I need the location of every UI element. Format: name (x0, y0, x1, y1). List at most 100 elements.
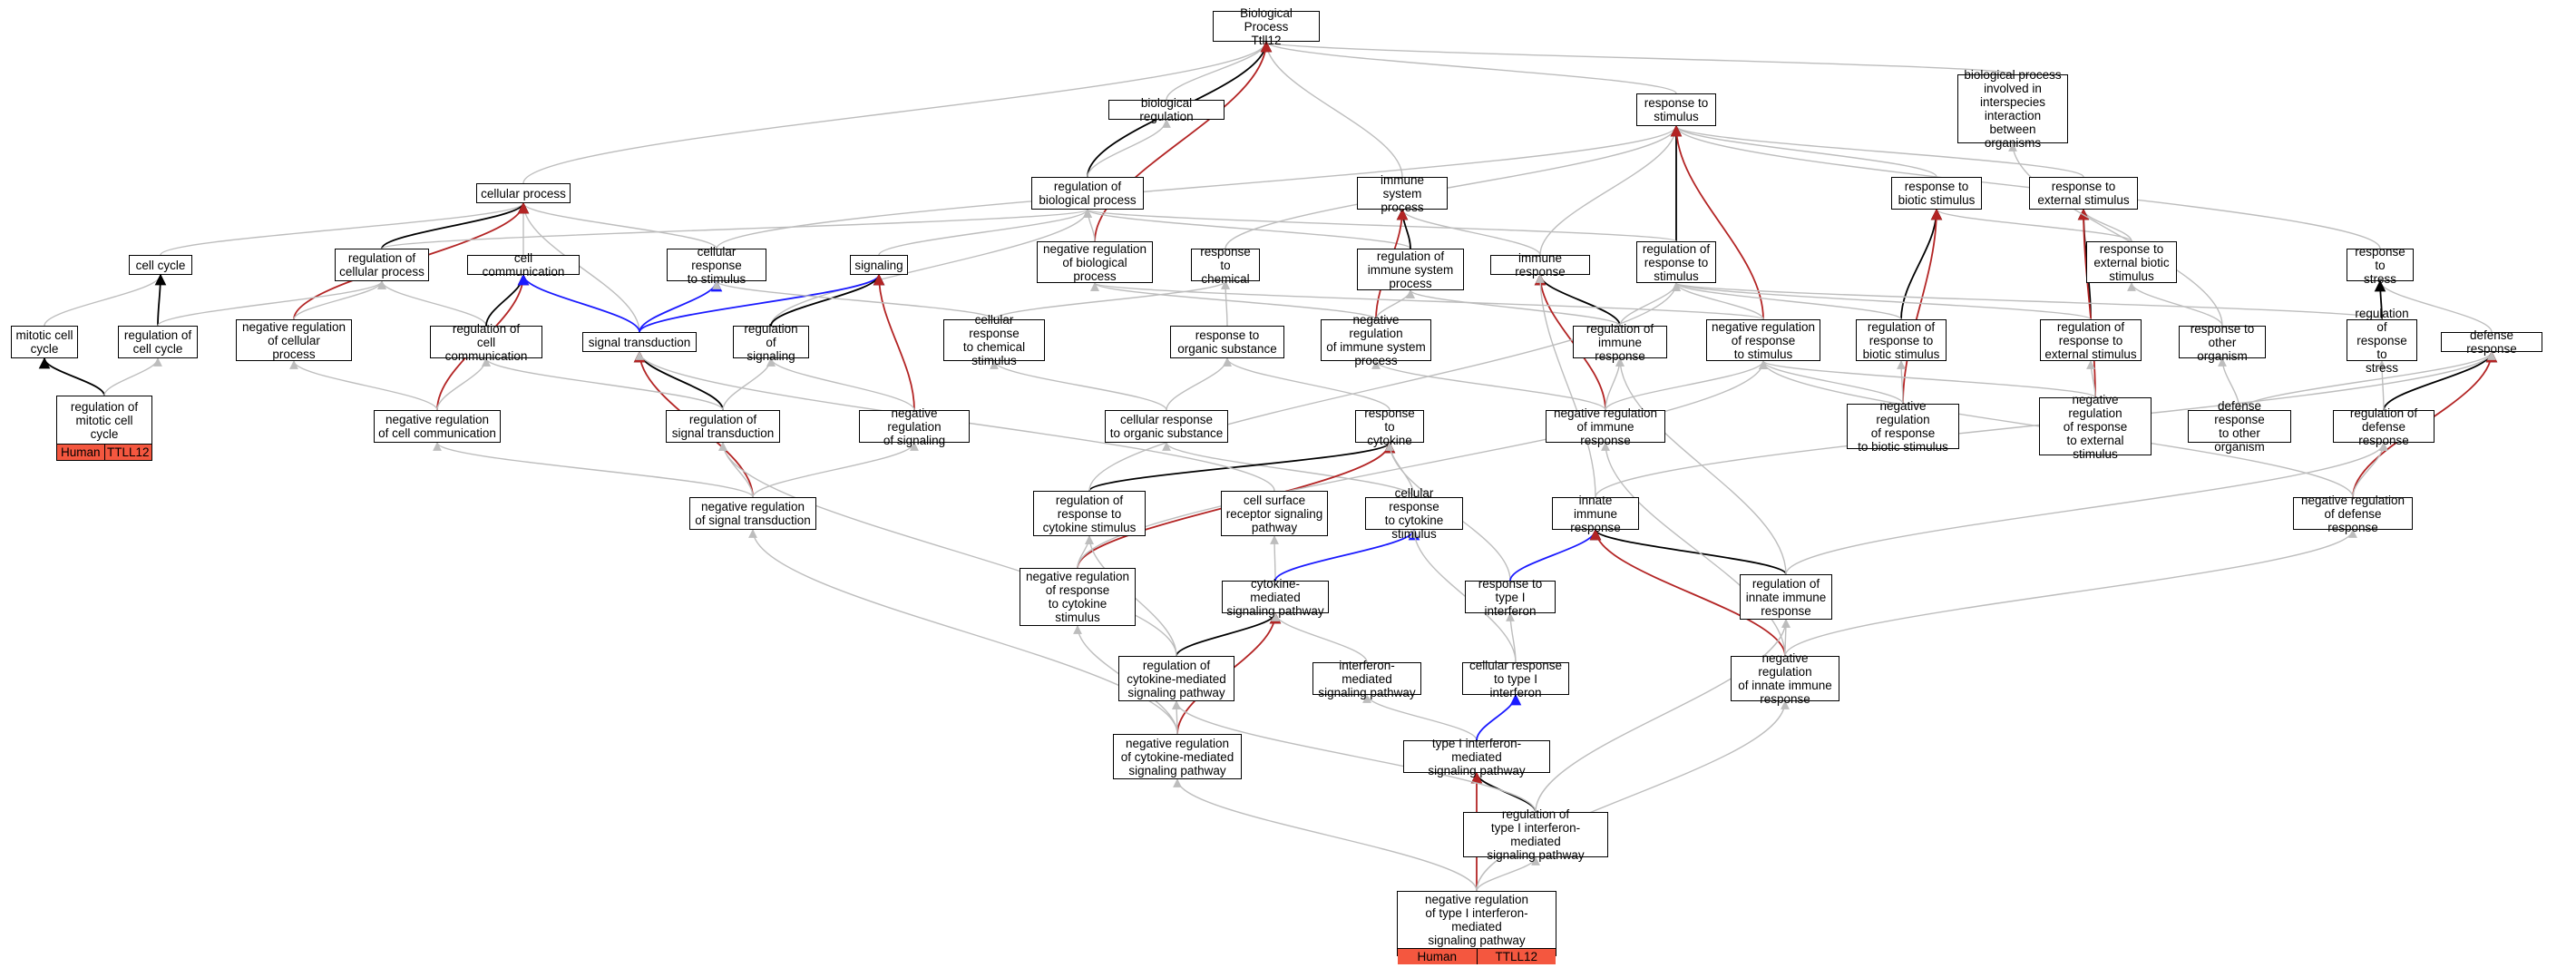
edge-is-a-cellrchem-to-cellrstim (712, 280, 995, 320)
edge-is-a-rbiotic-to-rstim (1672, 125, 1937, 178)
go-term-defresp[interactable]: defense response (2441, 328, 2542, 356)
edge-is-a-reginnate-to-regimmresp (1615, 357, 1787, 575)
annotation-tag[interactable]: Human (1398, 949, 1477, 964)
go-term-label-line: response to (2190, 321, 2255, 336)
go-term-label-line: response to (2355, 244, 2405, 272)
go-term-label-line: response (1761, 603, 1811, 618)
edge-is-a-negregcellcomm-to-regcellcomm (436, 357, 491, 411)
go-term-immresp[interactable]: immune response (1490, 251, 1590, 279)
go-term-label-line: cellular response (691, 244, 742, 272)
edge-is-a-negregrbiotic-to-negregrstim (1759, 360, 1904, 405)
go-term-cellcycle[interactable]: cell cycle (129, 255, 192, 275)
go-term-label-line: signal transduction (671, 426, 775, 440)
go-term-label-line: cellular process (339, 265, 424, 279)
go-term-sigtrans[interactable]: signal transduction (582, 332, 697, 352)
go-term-bioreg[interactable]: biological regulation (1108, 96, 1225, 123)
edge-is-a-regcellproc-to-regbio (381, 209, 1092, 249)
go-term-label-line: response to (1364, 406, 1415, 434)
edge-is-a-cellcycle-to-cellproc (160, 202, 528, 256)
annotation-tag[interactable]: Human (57, 445, 104, 460)
annotation-tag[interactable]: TTLL12 (103, 445, 151, 460)
edge-is-a-negregtype1sig-to-regtype1sig (1476, 856, 1540, 892)
edge-is-a-regimmresp-to-regrstim (1619, 282, 1681, 327)
go-term-label-line: regulation of (1751, 576, 1820, 591)
edge-is-a-immresp-to-rstim (1539, 125, 1681, 256)
go-term-cellcomm[interactable]: cell communication (467, 251, 580, 279)
go-term-cellproc[interactable]: cellular process (476, 183, 571, 203)
go-term-label-line: to type I interferon (1489, 671, 1542, 699)
go-term-label-line: response to (1904, 180, 1969, 193)
go-term-label-line: innate immune (1745, 590, 1827, 604)
go-term-label-line: cellular response (1119, 413, 1214, 426)
go-term-label-line: stimulus (2073, 446, 2118, 461)
go-term-label-line: of type I interferon-mediated (1425, 906, 1528, 934)
go-term-label-line: cytokine-mediated (1250, 576, 1301, 604)
edge-is-a-regsigtrans-to-regcellcomm (482, 357, 724, 411)
go-term-label-line: signaling pathway (1487, 848, 1585, 862)
edge-is-a-negregimmresp-to-negregrstim (1605, 360, 1768, 411)
edge-is-a-rcytokine-to-rorgsub (1223, 357, 1390, 411)
go-term-signaling[interactable]: signaling (850, 255, 908, 275)
go-term-label-line: negative regulation (241, 319, 346, 334)
annotation-tag[interactable]: TTLL12 (1476, 949, 1556, 964)
